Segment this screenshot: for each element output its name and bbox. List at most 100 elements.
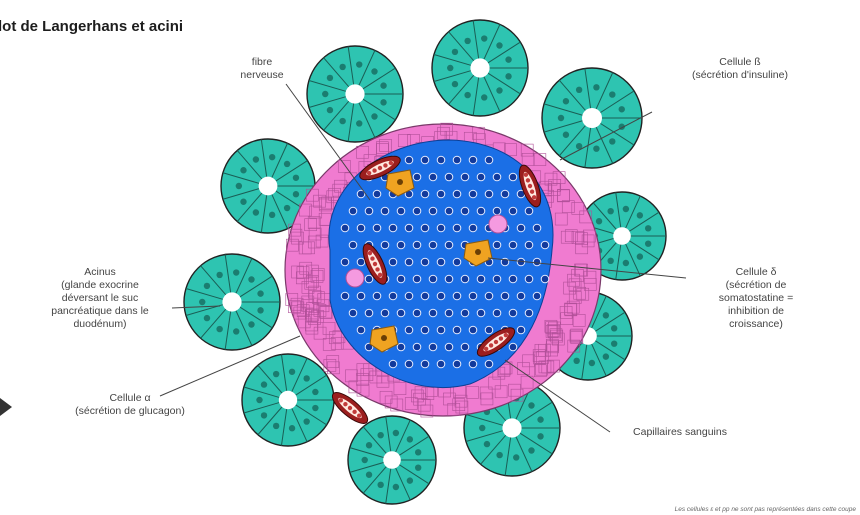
beta-cell-nucleus — [373, 224, 381, 232]
acinus-lumen — [613, 227, 631, 245]
beta-cell-nucleus — [493, 173, 501, 181]
beta-cell-nucleus — [493, 275, 501, 283]
beta-cell-nucleus — [437, 190, 445, 198]
acinar-nucleus — [199, 299, 205, 305]
label-line: pancréatique dans le — [20, 305, 180, 318]
beta-cell-nucleus — [509, 173, 517, 181]
delta-cell-nucleus — [475, 249, 481, 255]
beta-cell-nucleus — [349, 241, 357, 249]
label-line: inhibition de — [686, 305, 826, 318]
beta-cell-nucleus — [405, 156, 413, 164]
beta-cell-nucleus — [381, 309, 389, 317]
beta-cell-nucleus — [525, 309, 533, 317]
beta-cell-nucleus — [429, 309, 437, 317]
beta-cell-nucleus — [477, 173, 485, 181]
acinar-nucleus — [528, 447, 534, 453]
beta-cell-nucleus — [421, 258, 429, 266]
beta-cell-nucleus — [501, 292, 509, 300]
beta-cell-nucleus — [517, 224, 525, 232]
beta-cell-nucleus — [405, 224, 413, 232]
beta-cell-nucleus — [389, 360, 397, 368]
acinar-nucleus — [563, 132, 569, 138]
beta-cell-nucleus — [381, 207, 389, 215]
acinar-nucleus — [327, 107, 333, 113]
acinar-nucleus — [261, 381, 267, 387]
beta-cell-nucleus — [413, 241, 421, 249]
beta-cell-nucleus — [445, 241, 453, 249]
beta-cell-nucleus — [421, 224, 429, 232]
beta-cell-nucleus — [397, 241, 405, 249]
acinar-nucleus — [505, 73, 511, 79]
delta-cell-nucleus — [397, 179, 403, 185]
beta-cell-nucleus — [485, 326, 493, 334]
beta-cell-nucleus — [485, 292, 493, 300]
acinar-nucleus — [233, 328, 239, 334]
acinar-nucleus — [407, 477, 413, 483]
beta-cell-nucleus — [509, 343, 517, 351]
acinus — [242, 354, 334, 446]
label-line: fibre — [222, 56, 302, 69]
acinar-nucleus — [623, 206, 629, 212]
beta-cell-nucleus — [397, 275, 405, 283]
acinus-lumen — [279, 391, 297, 409]
acinar-nucleus — [253, 156, 259, 162]
label-line: Acinus — [20, 266, 180, 279]
beta-cell-nucleus — [445, 207, 453, 215]
acinus-lumen — [222, 292, 241, 311]
acinar-nucleus — [273, 423, 279, 429]
acinus-lumen — [502, 418, 521, 437]
beta-cell-nucleus — [429, 343, 437, 351]
beta-cell-nucleus — [485, 190, 493, 198]
beta-cell-nucleus — [437, 292, 445, 300]
acinar-nucleus — [233, 269, 239, 275]
beta-cell-nucleus — [373, 190, 381, 198]
beta-cell-nucleus — [405, 292, 413, 300]
label-line: Cellule ß — [650, 56, 830, 69]
acinar-nucleus — [257, 290, 263, 296]
beta-cell-nucleus — [405, 326, 413, 334]
label-line: déversant le suc — [20, 292, 180, 305]
beta-cell-nucleus — [485, 360, 493, 368]
beta-cell-nucleus — [541, 275, 549, 283]
acinar-nucleus — [240, 199, 246, 205]
label-line: (sécrétion de glucagon) — [30, 405, 230, 418]
acinar-nucleus — [607, 258, 613, 264]
label-line: (sécrétion de — [686, 279, 826, 292]
beta-cell-nucleus — [413, 343, 421, 351]
beta-cell-nucleus — [341, 258, 349, 266]
beta-cell-nucleus — [461, 173, 469, 181]
acinar-nucleus — [204, 283, 210, 289]
acinar-nucleus — [481, 94, 487, 100]
acinar-nucleus — [609, 138, 615, 144]
beta-cell-nucleus — [413, 173, 421, 181]
acinar-nucleus — [609, 91, 615, 97]
acinar-nucleus — [289, 369, 295, 375]
beta-cell-nucleus — [477, 275, 485, 283]
beta-cell-nucleus — [477, 207, 485, 215]
play-arrow-icon — [0, 398, 12, 416]
acinar-nucleus — [415, 449, 421, 455]
beta-cell-nucleus — [517, 326, 525, 334]
acinar-nucleus — [603, 353, 609, 359]
acinar-nucleus — [303, 418, 309, 424]
beta-cell-nucleus — [533, 224, 541, 232]
beta-cell-nucleus — [493, 207, 501, 215]
acinar-nucleus — [256, 397, 262, 403]
acinar-nucleus — [573, 358, 579, 364]
beta-cell-nucleus — [421, 326, 429, 334]
alpha-cell-inner — [346, 269, 364, 287]
acinar-nucleus — [496, 87, 502, 93]
acinar-nucleus — [505, 56, 511, 62]
beta-cell-nucleus — [365, 207, 373, 215]
acinar-nucleus — [339, 118, 345, 124]
label-fibre-nerveuse: fibre nerveuse — [222, 56, 302, 82]
beta-cell-nucleus — [437, 224, 445, 232]
label-line: nerveuse — [222, 69, 302, 82]
label-line: somatostatine = — [686, 292, 826, 305]
label-line: Cellule α — [30, 392, 230, 405]
acinar-nucleus — [563, 98, 569, 104]
beta-cell-nucleus — [461, 343, 469, 351]
beta-cell-nucleus — [341, 224, 349, 232]
beta-cell-nucleus — [525, 275, 533, 283]
acinar-nucleus — [607, 208, 613, 214]
